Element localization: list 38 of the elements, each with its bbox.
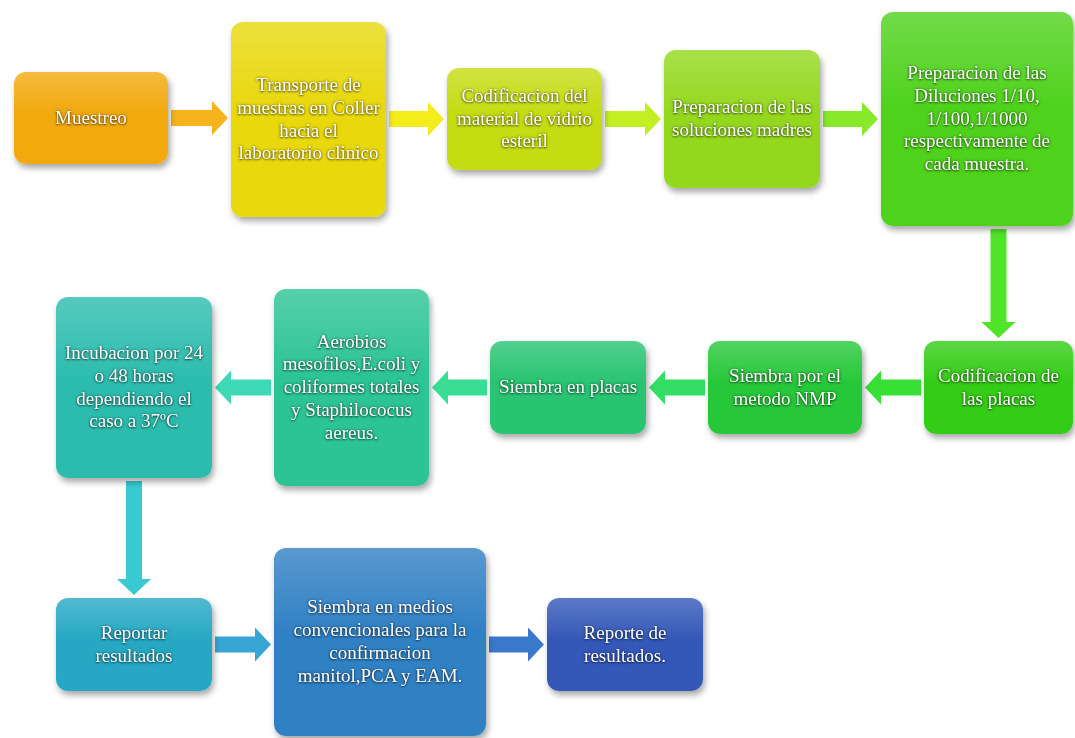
- arrow: [389, 102, 444, 136]
- arrow: [981, 229, 1016, 338]
- process-box: [881, 12, 1073, 226]
- box-text: Preparacion de las Diluciones 1/10, 1/100,1/1000 respectivamente de cada muestra.: [902, 62, 1052, 176]
- arrow: [215, 370, 271, 405]
- box-text: Aerobios mesofilos,E.coli y coliformes totales y Staphilococus aereus.: [281, 330, 422, 445]
- box-text: Reporte de resultados.: [582, 621, 668, 668]
- box-text: Siembra en placas: [498, 376, 638, 399]
- box-text: Siembra en medios convencionales para la confirmacion manitol,PCA y EAM.: [292, 596, 468, 688]
- arrow: [215, 627, 271, 662]
- arrow: [489, 627, 544, 662]
- process-box: [547, 598, 703, 691]
- process-box: [490, 341, 646, 434]
- process-box: [664, 50, 820, 188]
- box-text: Siembra por el metodo NMP: [728, 364, 842, 411]
- process-box: [274, 548, 486, 736]
- box-text: Incubacion por 24 o 48 horas dependiendo el caso a 37ºC: [63, 341, 205, 434]
- process-box: [924, 341, 1073, 434]
- arrow: [605, 102, 661, 136]
- process-box: [56, 598, 212, 691]
- box-text: Preparacion de las soluciones madres: [671, 96, 813, 142]
- arrow: [865, 370, 921, 405]
- arrow: [171, 101, 228, 135]
- arrow: [432, 370, 487, 405]
- process-box: [14, 72, 168, 164]
- process-box: [231, 22, 386, 217]
- process-box: [708, 341, 862, 434]
- box-text: Transporte de muestras en Coller hacia el laboratorio clinico: [237, 73, 380, 166]
- process-box: [274, 289, 429, 486]
- process-box: [56, 297, 212, 478]
- arrow: [117, 481, 151, 595]
- box-text: Codificacion de las placas: [937, 364, 1060, 411]
- process-box: [447, 68, 602, 170]
- arrow: [823, 102, 878, 136]
- arrow: [649, 370, 705, 405]
- box-text: Muestreo: [55, 106, 127, 130]
- box-text: Codificacion del material de vidrio esteril: [455, 84, 594, 154]
- box-text: Reportar resultados: [94, 621, 174, 668]
